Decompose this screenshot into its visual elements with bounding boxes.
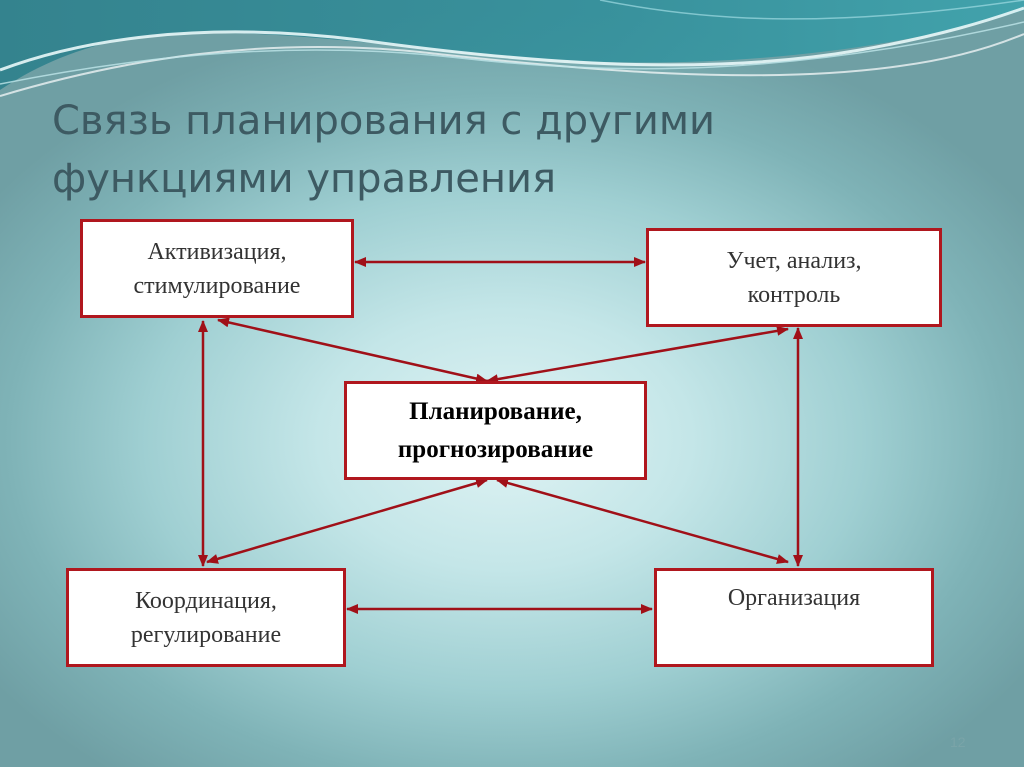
node-planning-line-1: Планирование,	[409, 397, 582, 425]
node-activation: Активизация, стимулирование	[80, 219, 354, 318]
node-planning-line-2: прогнозирование	[397, 435, 594, 463]
arrow-activation-planning	[217, 317, 488, 384]
slide-title: Связь планирования с другими функциями у…	[52, 92, 812, 208]
node-organization-line-1: Организация	[727, 585, 861, 611]
node-activation-line-1: Активизация,	[147, 238, 287, 265]
decorative-wave-band	[0, 0, 1024, 97]
arrow-planning-organization	[496, 478, 789, 564]
page-number: 12	[950, 734, 966, 750]
slide-title-line-1: Связь планирования с другими	[52, 98, 715, 144]
node-activation-line-2: стимулирование	[133, 272, 301, 299]
node-coordination-line-1: Координация,	[135, 587, 277, 614]
node-organization: Организация	[654, 568, 934, 667]
node-accounting: Учет, анализ, контроль	[646, 228, 942, 327]
slide-title-line-2: функциями управления	[52, 156, 557, 202]
node-coordination-line-2: регулирование	[130, 621, 282, 648]
node-planning: Планирование, прогнозирование	[344, 381, 647, 480]
node-accounting-line-1: Учет, анализ,	[726, 247, 862, 274]
node-accounting-line-2: контроль	[747, 281, 841, 308]
node-coordination: Координация, регулирование	[66, 568, 346, 667]
arrow-accounting-planning	[486, 325, 789, 385]
arrow-planning-coordination	[206, 478, 488, 564]
